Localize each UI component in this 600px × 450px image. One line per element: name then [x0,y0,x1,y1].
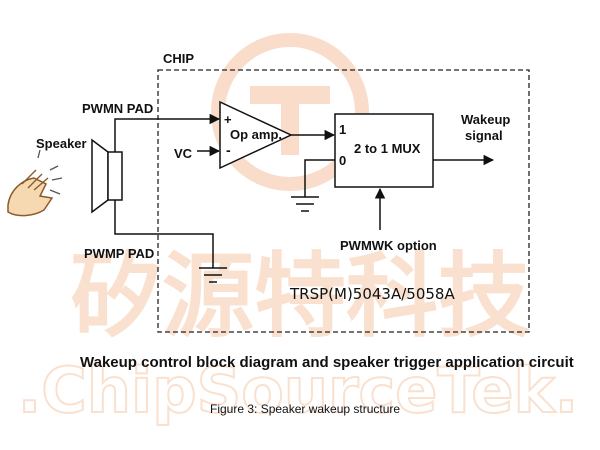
wakeup-label-line2: signal [465,128,503,143]
mux-input-0: 0 [339,153,346,168]
pwmwk-option-label: PWMWK option [340,238,437,253]
pwmp-pad-label: PWMP PAD [84,246,154,261]
watermark-logo-icon [211,33,369,191]
mux-label: 2 to 1 MUX [354,141,421,156]
pwmn-pad-label: PWMN PAD [82,101,153,116]
pwmp-wire [114,200,214,268]
vc-label: VC [174,146,193,161]
opamp-plus: + [224,112,232,127]
opamp-minus: - [226,142,231,158]
wakeup-label-line1: Wakeup [461,112,510,127]
speaker-label: Speaker [36,136,87,151]
chip-label: CHIP [163,51,194,66]
figure-caption: Figure 3: Speaker wakeup structure [210,402,400,416]
part-number: TRSP(M)5043A/5058A [289,285,455,303]
opamp-label: Op amp. [230,127,282,142]
ground-symbol-mux [291,196,319,212]
pwmn-wire [114,113,221,152]
watermark-en: .ChipSourceTek. [18,354,578,427]
mux-block [334,113,434,188]
mux-in0-wire [304,159,335,197]
clapping-hands-icon [7,149,63,217]
mux-input-1: 1 [339,122,346,137]
chip-boundary [157,69,530,333]
speaker-icon [91,138,123,214]
opamp-symbol [219,100,293,170]
ground-symbol-pwmp [199,267,227,283]
main-caption: Wakeup control block diagram and speaker… [80,354,574,371]
